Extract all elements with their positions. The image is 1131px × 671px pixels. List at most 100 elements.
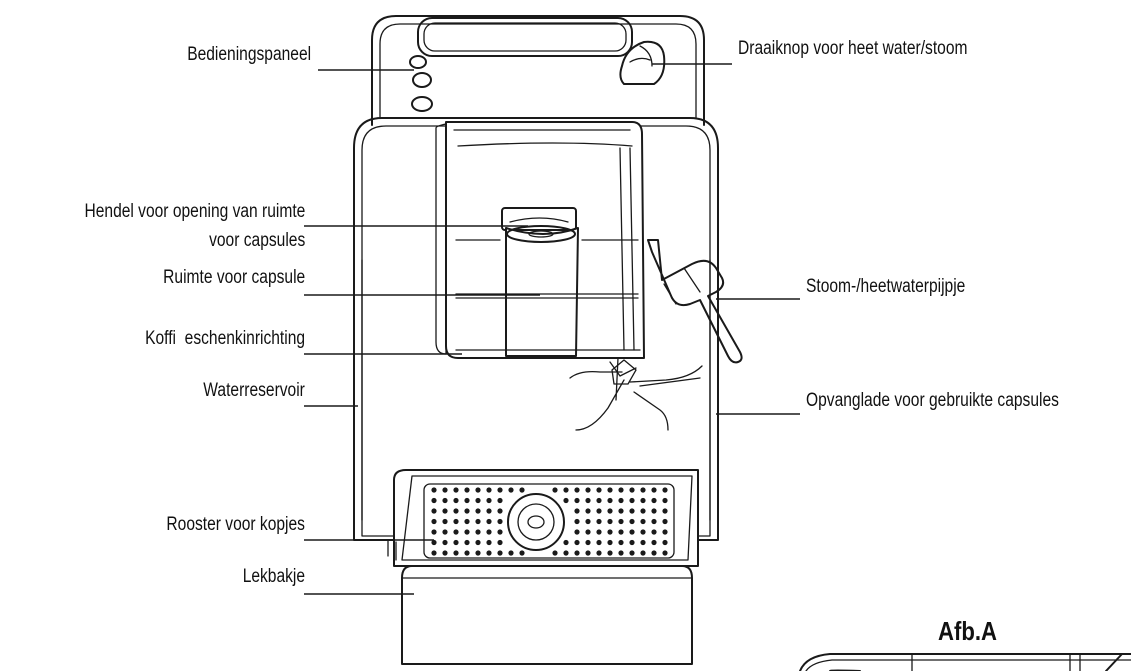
grid-hole — [596, 529, 602, 535]
grid-hole — [497, 539, 503, 546]
grid-hole — [629, 529, 635, 535]
grid-hole — [497, 487, 503, 493]
grid-hole — [585, 529, 591, 535]
grid-hole — [640, 539, 646, 546]
grid-hole — [574, 487, 580, 493]
drain-center — [507, 493, 565, 551]
grid-hole — [607, 550, 613, 556]
grid-hole — [431, 550, 437, 556]
grid-hole — [563, 539, 569, 546]
grid-hole — [475, 487, 481, 493]
grid-hole — [431, 529, 437, 535]
grid-hole — [640, 518, 646, 525]
grid-hole — [607, 518, 613, 525]
grid-hole — [497, 529, 503, 535]
capsule-compartment-drawing — [505, 227, 579, 357]
label-control-panel: Bedieningspaneel — [187, 44, 311, 65]
grid-hole — [596, 497, 602, 504]
grid-hole — [662, 550, 668, 556]
grid-hole — [563, 550, 569, 556]
grid-hole — [662, 508, 668, 514]
grid-hole — [574, 497, 580, 504]
grid-hole — [442, 550, 448, 556]
grid-hole — [607, 497, 613, 504]
grid-hole — [574, 539, 580, 546]
label-cup-grid: Rooster voor kopjes — [166, 514, 305, 535]
grid-hole — [464, 518, 470, 525]
grid-hole — [486, 539, 492, 546]
control-button-2 — [412, 72, 432, 88]
grid-hole — [552, 487, 558, 493]
label-capsule-drawer: Opvanglade voor gebruikte capsules — [806, 390, 1059, 411]
grid-hole — [431, 539, 437, 546]
grid-hole — [508, 550, 514, 556]
control-button-1 — [409, 55, 427, 69]
leader-lines — [304, 63, 800, 595]
grid-hole — [662, 539, 668, 546]
grid-hole — [442, 529, 448, 535]
grid-hole — [453, 539, 459, 546]
grid-hole — [651, 487, 657, 493]
grid-hole — [629, 497, 635, 504]
grid-hole — [453, 529, 459, 535]
grid-hole — [464, 529, 470, 535]
grid-hole — [486, 497, 492, 504]
label-steam-knob: Draaiknop voor heet water/stoom — [738, 38, 968, 59]
grid-hole — [453, 487, 459, 493]
grid-hole — [464, 487, 470, 493]
grid-hole — [486, 550, 492, 556]
grid-hole — [475, 539, 481, 546]
grid-hole — [618, 539, 624, 546]
grid-hole — [607, 529, 613, 535]
grid-hole — [442, 508, 448, 514]
grid-hole — [453, 508, 459, 514]
grid-hole — [607, 539, 613, 546]
grid-hole — [629, 550, 635, 556]
top-housing — [371, 15, 705, 126]
grid-hole — [453, 518, 459, 525]
grid-hole — [585, 497, 591, 504]
capsule-splash — [569, 357, 703, 431]
grid-hole — [640, 529, 646, 535]
grid-hole — [651, 508, 657, 514]
grid-hole — [431, 508, 437, 514]
grid-hole — [662, 518, 668, 525]
grid-hole — [607, 487, 613, 493]
grid-hole — [475, 518, 481, 525]
grid-hole — [596, 487, 602, 493]
capsule-lever-drawing — [501, 207, 577, 231]
figure-label: Afb.A — [938, 616, 997, 646]
grid-hole — [618, 550, 624, 556]
grid-holes — [431, 487, 668, 556]
grid-hole — [497, 550, 503, 556]
grid-hole — [596, 518, 602, 525]
grid-hole — [585, 508, 591, 514]
grid-hole — [629, 487, 635, 493]
grid-hole — [662, 497, 668, 504]
grid-hole — [552, 550, 558, 556]
grid-hole — [464, 539, 470, 546]
grid-hole — [629, 539, 635, 546]
grid-hole — [497, 518, 503, 525]
grid-hole — [497, 508, 503, 514]
grid-hole — [640, 550, 646, 556]
label-water-reservoir: Waterreservoir — [203, 380, 305, 401]
grid-hole — [563, 487, 569, 493]
grid-hole — [585, 487, 591, 493]
grid-hole — [596, 550, 602, 556]
water-tank-window — [417, 17, 633, 57]
grid-hole — [651, 518, 657, 525]
grid-hole — [519, 487, 525, 493]
grid-hole — [475, 529, 481, 535]
grid-hole — [640, 497, 646, 504]
control-button-3 — [411, 96, 433, 112]
grid-hole — [442, 487, 448, 493]
grid-hole — [563, 497, 569, 504]
grid-hole — [486, 508, 492, 514]
drip-tray-drawing — [401, 565, 693, 665]
grid-hole — [574, 508, 580, 514]
grid-hole — [497, 497, 503, 504]
grid-hole — [486, 518, 492, 525]
grid-hole — [629, 508, 635, 514]
